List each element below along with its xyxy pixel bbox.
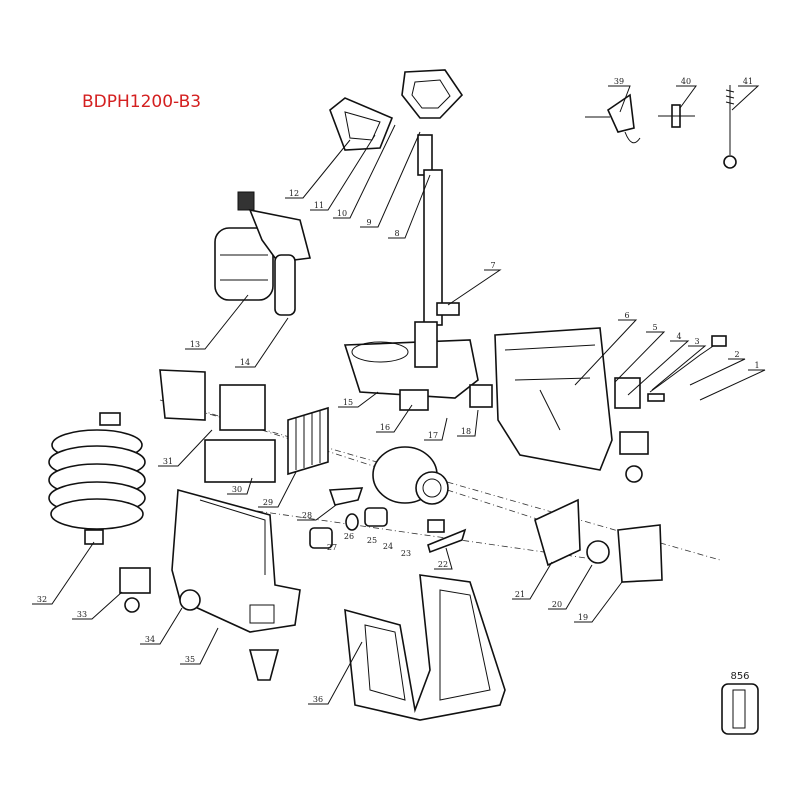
label-40: 40 [681, 77, 691, 86]
label-30: 30 [232, 485, 242, 494]
label-4: 4 [676, 332, 681, 341]
stand-part-36 [344, 574, 506, 721]
caster-part-33 [124, 597, 140, 613]
part-40 [658, 104, 695, 128]
part-27 [309, 527, 333, 549]
part-labels: 12 11 10 9 8 7 6 5 4 3 2 1 39 40 41 13 1… [37, 77, 760, 704]
part-41 [723, 85, 737, 169]
part-39 [585, 93, 641, 144]
part-18 [469, 384, 493, 408]
label-9: 9 [366, 218, 371, 227]
label-27: 27 [327, 543, 337, 552]
label-23: 23 [401, 549, 411, 558]
motor-assembly [372, 446, 449, 505]
label-12: 12 [289, 189, 299, 198]
part-33 [119, 567, 151, 594]
top-handle [401, 69, 464, 119]
label-13: 13 [190, 340, 200, 349]
label-34: 34 [145, 635, 155, 644]
label-22: 22 [438, 560, 448, 569]
label-15: 15 [343, 398, 353, 407]
filter-part-30 [204, 439, 276, 483]
label-8: 8 [394, 229, 399, 238]
part-25 [364, 507, 388, 527]
label-14: 14 [240, 358, 250, 367]
part-19 [617, 524, 663, 583]
hose-part-32 [48, 412, 146, 545]
label-10: 10 [337, 209, 347, 218]
label-26: 26 [344, 532, 354, 541]
label-7: 7 [490, 261, 495, 270]
label-6: 6 [624, 311, 629, 320]
telescopic-tube-part-8 [417, 134, 460, 326]
part-small-bottom [248, 649, 280, 681]
handle-part-12 [329, 97, 394, 151]
grille-part-29 [287, 406, 329, 476]
label-18: 18 [461, 427, 471, 436]
label-28: 28 [302, 511, 312, 520]
label-25: 25 [367, 536, 377, 545]
label-20: 20 [552, 600, 562, 609]
label-35: 35 [185, 655, 195, 664]
label-5: 5 [652, 323, 657, 332]
part-28 [328, 487, 364, 506]
power-cord-part-2 [614, 335, 727, 409]
label-21: 21 [515, 590, 525, 599]
container-part-15 [343, 321, 479, 411]
model-number: BDPH1200-B3 [82, 92, 202, 112]
part-31-foam [219, 384, 266, 431]
reference-box-856: 856 [721, 671, 759, 735]
label-24: 24 [383, 542, 393, 551]
part-20 [586, 540, 610, 564]
part-21 [534, 498, 581, 567]
label-19: 19 [578, 613, 588, 622]
label-3: 3 [694, 337, 699, 346]
label-41: 41 [743, 77, 753, 86]
svg-text:856: 856 [730, 671, 749, 682]
label-33: 33 [77, 610, 87, 619]
label-17: 17 [428, 431, 438, 440]
leader-lines [32, 85, 766, 705]
spray-gun-part-13 [214, 191, 312, 316]
part-23 [427, 519, 445, 533]
label-11: 11 [314, 201, 324, 210]
label-32: 32 [37, 595, 47, 604]
label-1: 1 [754, 361, 759, 370]
part-22 [427, 528, 467, 554]
base-housing-part-35 [171, 488, 301, 633]
label-39: 39 [614, 77, 624, 86]
label-16: 16 [380, 423, 390, 432]
label-31: 31 [163, 457, 173, 466]
label-2: 2 [734, 350, 739, 359]
housing-part-6 [494, 327, 649, 483]
label-29: 29 [263, 498, 273, 507]
part-26 [345, 513, 359, 531]
label-36: 36 [313, 695, 323, 704]
part-31 [159, 369, 206, 421]
